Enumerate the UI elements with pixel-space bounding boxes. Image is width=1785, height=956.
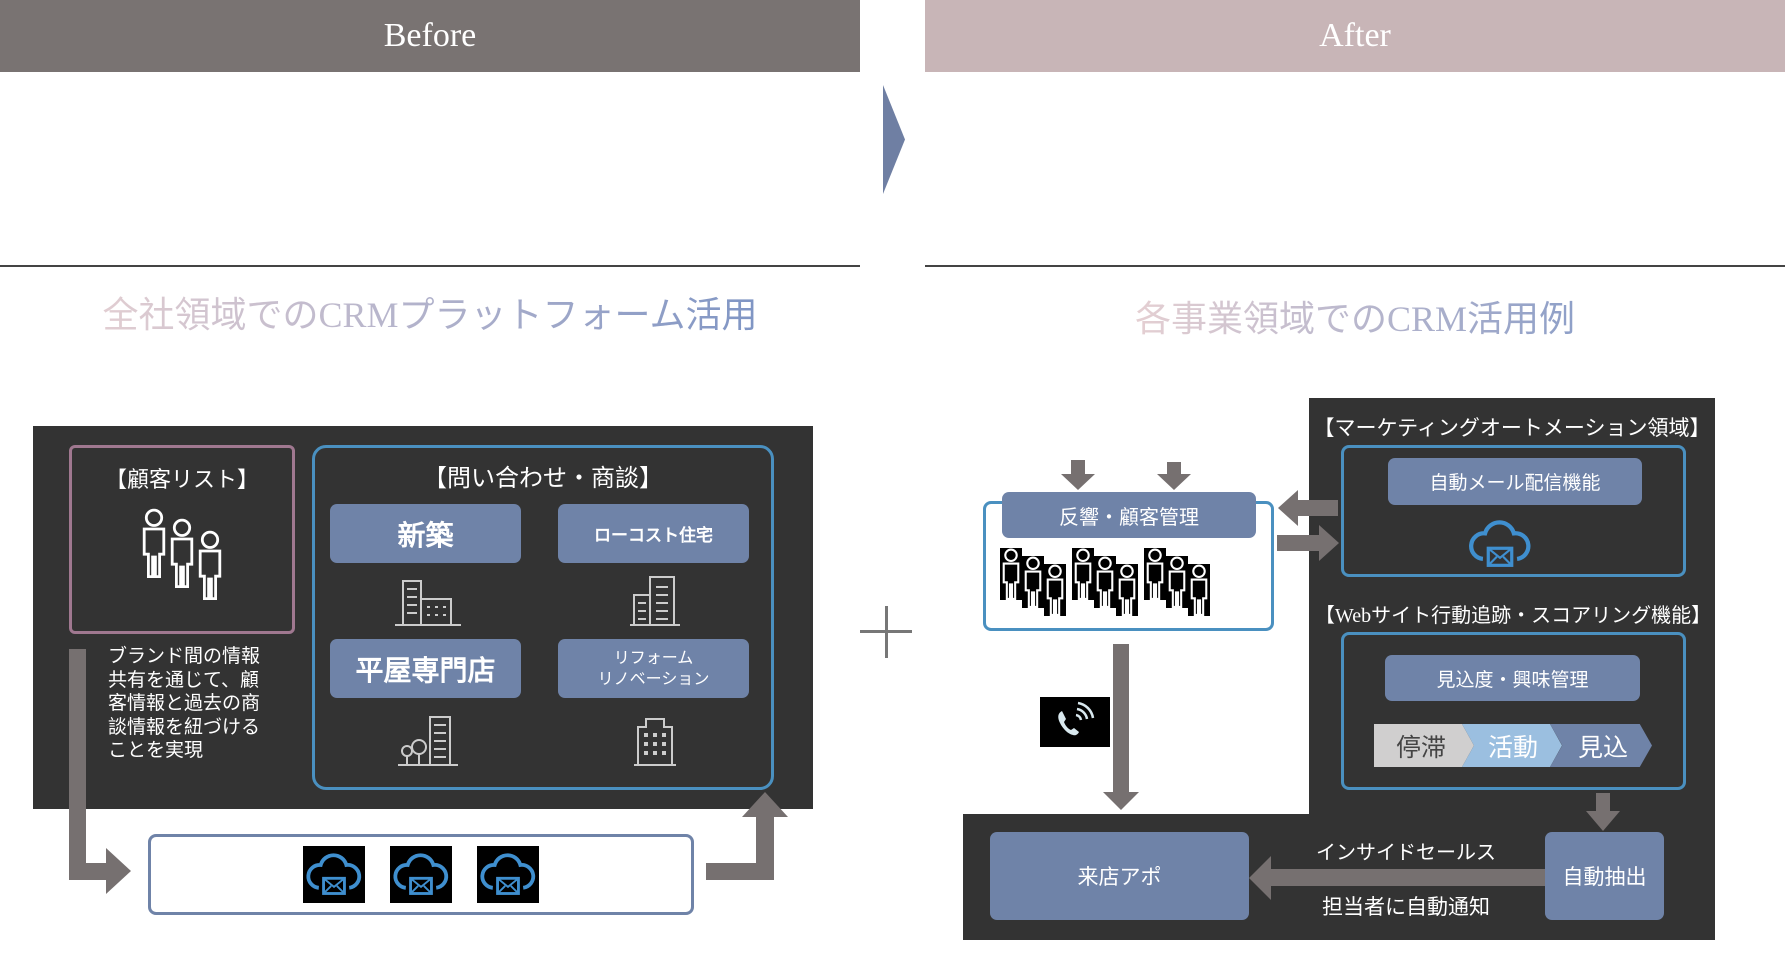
divider	[925, 265, 1785, 267]
arrow-head-icon	[106, 848, 131, 894]
score-button[interactable]: 見込度・興味管理	[1385, 655, 1640, 701]
inquiry-box	[312, 445, 774, 790]
arrow-down-icon	[1061, 474, 1095, 490]
response-button[interactable]: 反響・顧客管理	[1002, 492, 1256, 538]
before-title: 全社領域でのCRMプラットフォーム活用	[0, 286, 860, 338]
flow-arrow	[1268, 869, 1545, 886]
people-icon	[72, 508, 292, 600]
auto-notify-label: 担当者に自動通知	[1322, 895, 1490, 919]
store-visit-button[interactable]: 来店アポ	[990, 832, 1249, 920]
divider	[0, 265, 860, 267]
arrow-down-icon	[1167, 462, 1181, 476]
stage-active: 活動	[1462, 724, 1562, 767]
buildings-icon	[393, 577, 463, 627]
flow-arrow	[756, 812, 774, 880]
mail-box	[1341, 445, 1686, 577]
office-building-icon	[630, 576, 680, 626]
brand-one-story[interactable]: 平屋専門店	[330, 639, 521, 698]
auto-extract-button[interactable]: 自動抽出	[1545, 832, 1664, 920]
arrow-left-icon	[1296, 500, 1338, 516]
chevron-right-icon	[883, 85, 905, 194]
arrow-down-icon	[1596, 793, 1610, 813]
cloud-mail-icon	[390, 846, 452, 903]
customer-list-heading: 【顧客リスト】	[104, 467, 259, 492]
mail-platform-box	[148, 834, 694, 915]
before-header: Before	[0, 0, 860, 72]
auto-mail-button[interactable]: 自動メール配信機能	[1388, 458, 1642, 505]
description-text: ブランド間の情報 共有を通じて、顧 客情報と過去の商 談情報を紐づける ことを実…	[108, 646, 261, 761]
phone-icon	[1040, 697, 1110, 747]
arrow-right-icon	[1277, 535, 1321, 551]
flow-arrow	[69, 649, 86, 880]
stage-stagnant: 停滞	[1374, 724, 1474, 767]
house-trees-icon	[398, 716, 458, 766]
after-title: 各事業領域でのCRM活用例	[925, 290, 1785, 342]
arrow-down-icon	[1157, 474, 1191, 490]
ma-heading: 【マーケティングオートメーション領域】	[1313, 416, 1711, 440]
cloud-mail-icon	[477, 846, 539, 903]
arrow-down-icon	[1071, 460, 1085, 476]
inside-sales-label: インサイドセールス	[1316, 842, 1496, 864]
brand-reform[interactable]: リフォーム リノベーション	[558, 639, 749, 698]
stage-prospect: 見込	[1550, 724, 1652, 767]
before-panel	[33, 426, 813, 809]
scoring-box	[1341, 632, 1686, 790]
arrow-left-icon	[1278, 490, 1298, 526]
arrow-down-icon	[1103, 792, 1139, 810]
flow-arrow	[1113, 644, 1129, 794]
inquiry-heading: 【問い合わせ・商談】	[423, 466, 663, 492]
apartment-icon	[634, 718, 676, 766]
cloud-mail-icon	[303, 846, 365, 903]
brand-low-cost[interactable]: ローコスト住宅	[558, 504, 749, 563]
cloud-mail-icon	[1468, 512, 1532, 576]
brand-new-build[interactable]: 新築	[330, 504, 521, 563]
plus-icon	[885, 606, 888, 658]
after-header: After	[925, 0, 1785, 72]
web-heading: 【Webサイト行動追跡・スコアリング機能】	[1314, 605, 1712, 627]
customer-list-box: 【顧客リスト】	[69, 445, 295, 634]
stage-bar: 停滞 活動 見込	[1374, 724, 1652, 767]
customers-icon	[1000, 548, 1210, 616]
